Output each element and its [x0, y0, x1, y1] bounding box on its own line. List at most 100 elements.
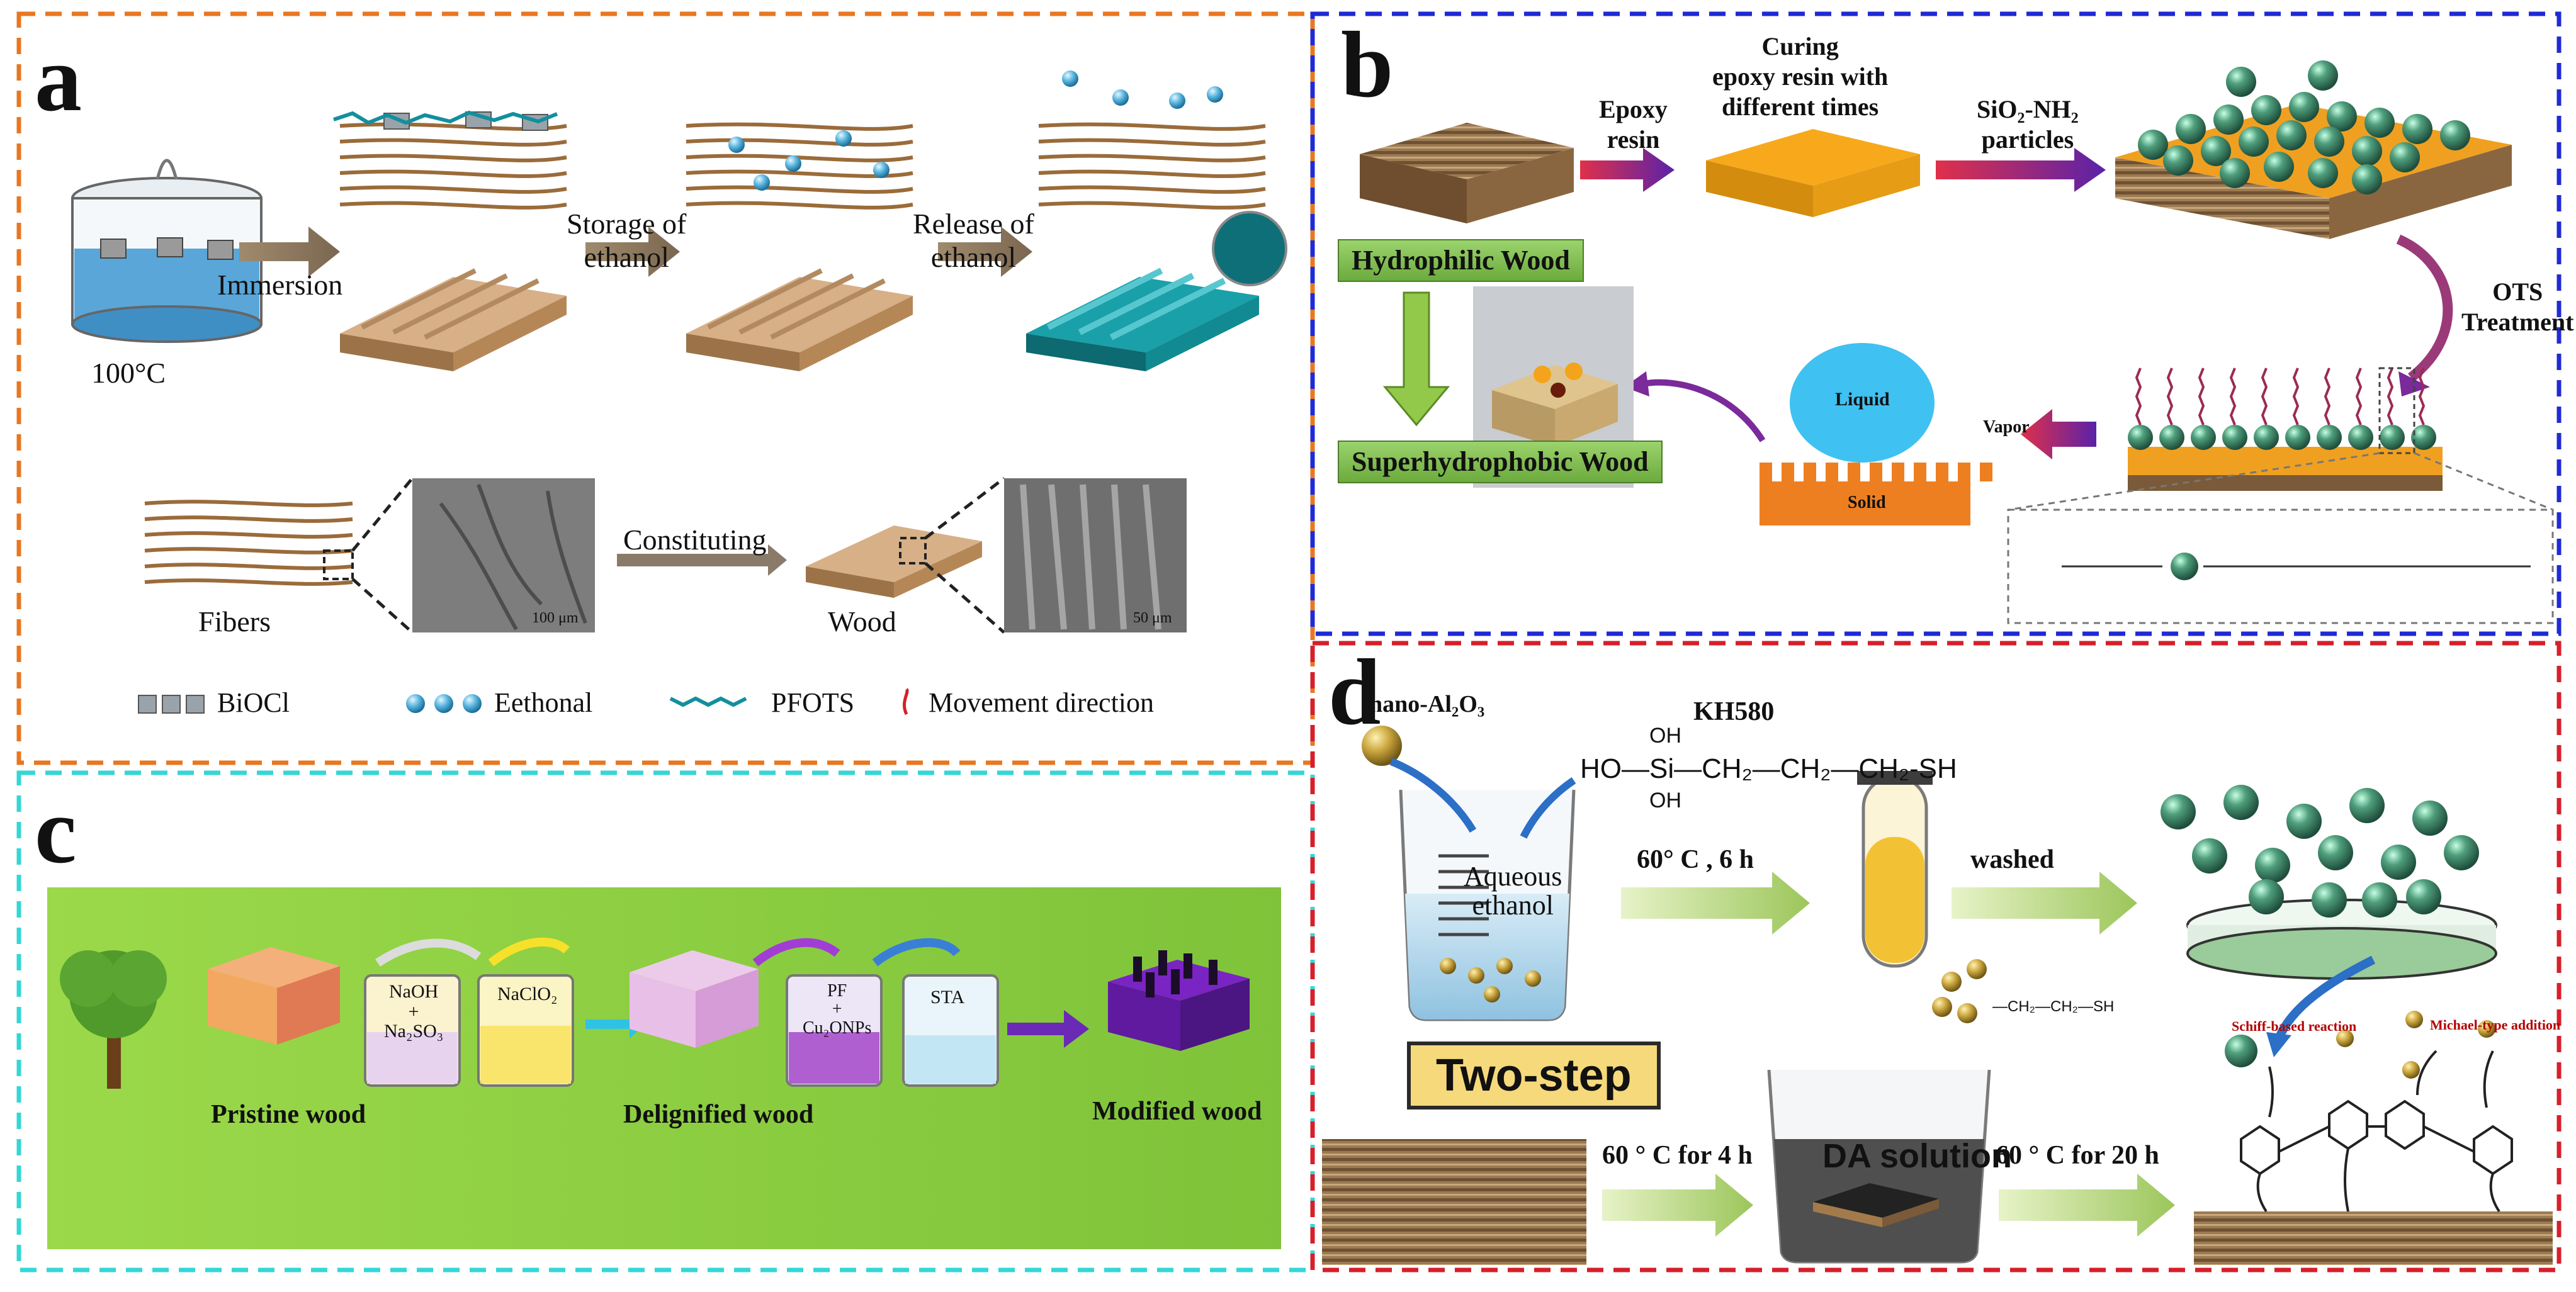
legend-movement: Movement direction — [929, 687, 1155, 718]
arrow-ots — [2396, 234, 2453, 382]
jar-icon — [71, 159, 263, 343]
wood-label: Wood — [828, 605, 896, 638]
nano-al2o3-ball — [1362, 726, 1402, 766]
fibers-bottom — [144, 500, 353, 586]
arrow-d-washed — [1952, 872, 2137, 935]
epoxy-block — [1706, 129, 1920, 217]
michael-label: Michael-type addition — [2430, 1017, 2561, 1033]
legend-pfots-icon — [669, 696, 747, 707]
pristine-wood-cube — [208, 947, 340, 1045]
fiber-bundle-3 — [1038, 122, 1266, 210]
delignified-wood-label: Delignified wood — [623, 1100, 814, 1129]
oh-bottom-label: OH — [1649, 789, 1681, 812]
oh-top-label: OH — [1649, 724, 1681, 748]
arrow-to-photo — [1642, 379, 1766, 442]
arrow-c-2 — [1007, 1010, 1089, 1048]
immersion-label: Immersion — [217, 269, 343, 301]
beaker-1-label: NaOH + Na₂SO₃ — [384, 981, 444, 1042]
storage-label: Storage of ethanol — [567, 208, 687, 273]
arrow-d-1 — [1621, 872, 1810, 935]
arrow-down-green — [1382, 291, 1450, 427]
modified-wood-label: Modified wood — [1092, 1097, 1262, 1126]
constituting-label: Constituting — [623, 524, 767, 556]
panel-c-art — [47, 887, 1281, 1249]
superhydrophobic-wood-label: Superhydrophobic Wood — [1338, 441, 1663, 483]
arrow-to-solid — [2021, 409, 2096, 459]
green-background — [47, 887, 1281, 1249]
ots-label: OTS Treatment — [2461, 278, 2574, 336]
panel-d-art — [1322, 726, 2553, 1265]
tree-icon — [60, 950, 167, 1089]
da-solution-label: DA solution — [1822, 1137, 2012, 1175]
nano-al2o3-label: nano-Al₂O₃ — [1369, 691, 1485, 717]
hydrophilic-wood-label: Hydrophilic Wood — [1338, 239, 1584, 282]
fiber-bundle-2 — [686, 122, 913, 210]
wood-slab-d — [1322, 1139, 1586, 1265]
wood-block-bottom — [806, 525, 982, 598]
grafted-chain-label: —CH₂—CH₂—SH — [1992, 998, 2115, 1015]
grafted-particles — [1932, 959, 1987, 1023]
arrow-d-20h — [1999, 1174, 2175, 1237]
panel-a-letter: a — [35, 26, 82, 131]
step2-label: 60 ° C for 4 h — [1602, 1141, 1753, 1170]
silica-particles — [2138, 60, 2470, 194]
legend-ethanol-icon — [406, 694, 482, 713]
arrow-release — [938, 227, 1032, 277]
solid-label: Solid — [1848, 493, 1886, 512]
vapor-label: Vapor — [1983, 417, 2030, 437]
arrow-epoxy — [1580, 148, 1675, 192]
wood-block-2 — [686, 268, 913, 371]
beaker-3 — [786, 974, 883, 1087]
green-particles — [2161, 785, 2479, 1067]
ethanol-dots-3 — [1062, 70, 1223, 109]
liquid-label: Liquid — [1835, 389, 1890, 410]
legend-movement-icon — [902, 688, 909, 716]
arrow-immersion — [239, 227, 340, 277]
schiff-label: Schiff-based reaction — [2232, 1018, 2357, 1034]
kh580-formula: HO—Si—CH₂—CH₂—CH₂-SH — [1580, 753, 1957, 784]
beaker-2-label: NaClO₂ — [497, 984, 558, 1004]
beaker-aqueous — [1399, 789, 1576, 1021]
panel-c-letter: c — [35, 778, 77, 883]
washed-label: washed — [1970, 845, 2055, 874]
panel-d-border — [1310, 641, 2562, 1272]
arrow-d-4h — [1602, 1174, 1753, 1237]
pristine-wood-label: Pristine wood — [211, 1100, 366, 1129]
aqueous-ethanol-label: Aqueous ethanol — [1464, 861, 1562, 921]
arrow-storage — [585, 227, 680, 277]
wood-block-1 — [340, 268, 567, 371]
beaker-4 — [902, 974, 999, 1087]
modified-wood-cube — [1108, 950, 1250, 1051]
beaker-1 — [364, 974, 461, 1087]
scale-bar-2: 50 μm — [1133, 610, 1172, 626]
release-label: Release of ethanol — [913, 208, 1034, 273]
wood-surface-d — [2194, 1211, 2553, 1265]
beaker-4-label: STA — [930, 987, 965, 1008]
legend-pfots: PFOTS — [771, 687, 855, 718]
legend-ethanol: Eethonal — [494, 687, 593, 718]
arrow-sio2 — [1936, 148, 2106, 192]
legend-bioc-icon — [138, 695, 205, 714]
scale-bar-1: 100 μm — [532, 610, 579, 626]
ots-block — [2128, 367, 2443, 491]
step1-label: 60° C , 6 h — [1637, 845, 1754, 874]
liquid-solid-diagram — [1760, 343, 1992, 525]
panel-b-letter: b — [1341, 13, 1394, 117]
fiber-bundle-1 — [339, 122, 567, 210]
panel-b-art — [1360, 60, 2554, 624]
beaker-2 — [477, 974, 574, 1087]
panel-d-letter: d — [1328, 640, 1381, 744]
legend-bioc: BiOCl — [217, 687, 290, 718]
sio2-label: SiO₂-NH₂ particles — [1977, 95, 2079, 154]
panel-a-art — [71, 70, 1287, 716]
wood-block-b1 — [1360, 123, 1574, 223]
test-tube — [1857, 771, 1933, 968]
two-step-label: Two-step — [1407, 1042, 1661, 1109]
ethanol-dots-2 — [728, 130, 890, 191]
kh580-label: KH580 — [1693, 697, 1775, 726]
temperature-label: 100°C — [91, 357, 166, 389]
zoom-circle — [1212, 211, 1287, 286]
epoxy-label: Epoxy resin — [1599, 95, 1668, 154]
beaker-da — [1767, 1069, 1991, 1264]
